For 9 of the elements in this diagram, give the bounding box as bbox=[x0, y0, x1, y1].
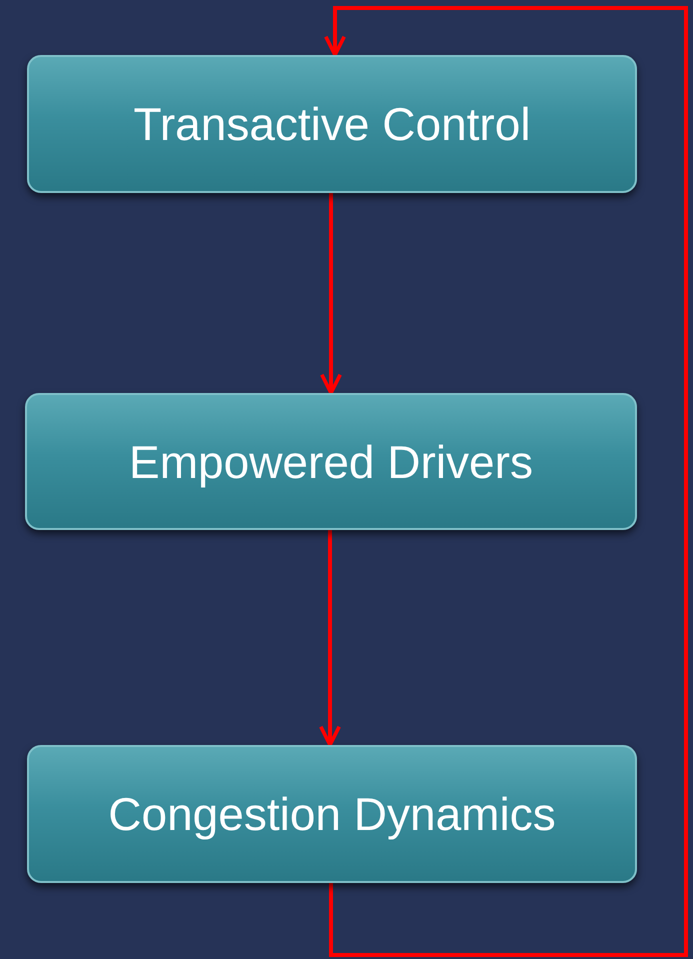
process-box bbox=[27, 55, 637, 193]
arrow bbox=[319, 530, 341, 747]
box-label: Congestion Dynamics bbox=[108, 787, 556, 841]
process-box bbox=[27, 745, 637, 883]
arrow bbox=[324, 6, 688, 957]
box-label: Transactive Control bbox=[133, 97, 531, 151]
arrow bbox=[320, 193, 342, 395]
process-box bbox=[25, 393, 637, 530]
box-label: Empowered Drivers bbox=[129, 434, 533, 488]
